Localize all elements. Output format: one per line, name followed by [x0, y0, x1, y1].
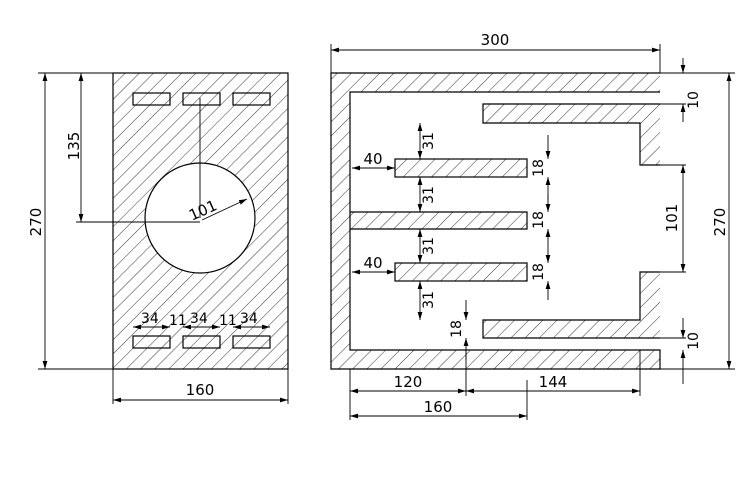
- dim-thick-b: 18: [531, 211, 547, 229]
- dim-top-gap: 10: [686, 91, 702, 109]
- dim-gap-d: 31: [421, 291, 437, 309]
- fin-lower-hatch: [395, 263, 527, 281]
- dim-thick-d: 18: [449, 320, 465, 338]
- dim-bottom-gap: 10: [686, 332, 702, 350]
- dim-base-b: 144: [539, 373, 568, 391]
- dim-diameter: 101: [186, 196, 219, 224]
- bottom-slot-3: [232, 335, 271, 349]
- front-panel: [112, 72, 289, 370]
- middle-shelf: [350, 211, 528, 230]
- dim-port-offset: 135: [65, 132, 83, 161]
- lower-baffle-hatch: [483, 272, 660, 338]
- dim-fin-len-2: 40: [363, 254, 382, 272]
- radius-leader: [201, 198, 248, 221]
- dim-slot-w1: 34: [141, 311, 159, 327]
- top-slot-3: [232, 92, 271, 106]
- top-slot-2: [182, 92, 221, 106]
- lower-baffle: [482, 271, 660, 339]
- dim-gap-1: 11: [169, 313, 187, 329]
- dim-thick-a: 18: [531, 159, 547, 177]
- dim-gap-a: 31: [421, 132, 437, 150]
- dim-mouth: 101: [663, 204, 681, 233]
- dim-sect-height: 270: [711, 208, 729, 237]
- dim-gap-b: 31: [421, 186, 437, 204]
- section-view: 300 270 10 10 101 40 40 31 31 31 31: [330, 31, 735, 420]
- dim-slot-w3: 34: [240, 311, 258, 327]
- dim-thick-c: 18: [531, 263, 547, 281]
- dim-slot-w2: 34: [190, 311, 208, 327]
- dim-base-c: 160: [424, 398, 453, 416]
- top-slot-1: [132, 92, 171, 106]
- upper-baffle: [482, 103, 660, 166]
- fin-upper-hatch: [395, 159, 527, 177]
- bottom-slot-1: [132, 335, 171, 349]
- front-panel-hatch: [113, 73, 288, 369]
- dim-base-a: 120: [394, 373, 423, 391]
- middle-shelf-hatch: [350, 212, 527, 229]
- upper-baffle-hatch: [483, 104, 660, 165]
- dim-gap-2: 11: [219, 313, 237, 329]
- dim-height: 270: [27, 208, 45, 237]
- dim-fin-len-1: 40: [363, 150, 382, 168]
- bottom-slot-2: [182, 335, 221, 349]
- dim-gap-c: 31: [421, 237, 437, 255]
- dim-sect-width: 300: [481, 31, 510, 49]
- outer-wall: [330, 72, 661, 370]
- dim-width: 160: [186, 381, 215, 399]
- front-view: 270 135 101 34 11 34 11 34 160: [27, 72, 289, 404]
